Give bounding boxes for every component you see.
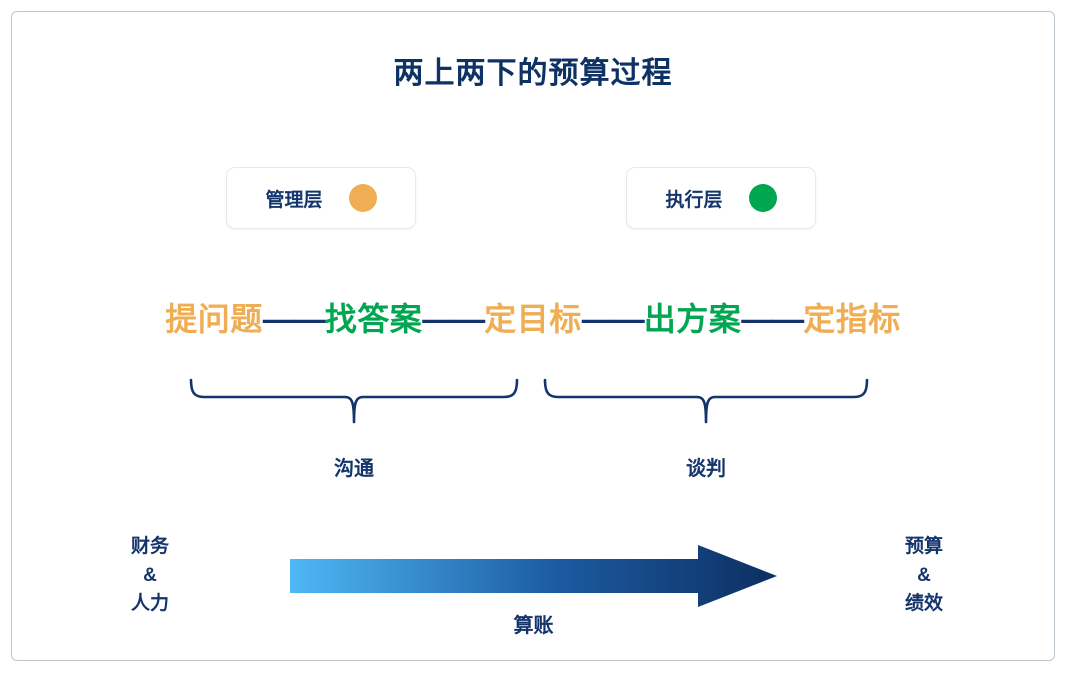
process-separator: ——	[581, 301, 645, 337]
side-label-line-3: 绩效	[904, 593, 943, 614]
side-label-line-2: &	[917, 564, 931, 586]
legend-label-management: 管理层	[265, 189, 323, 211]
legend-label-execution: 执行层	[665, 189, 723, 211]
side-label-line-1: 财务	[130, 536, 169, 557]
green-dot-icon	[748, 184, 777, 212]
side-label-line-2: &	[143, 564, 157, 586]
gradient-arrow-icon	[290, 545, 777, 607]
slide-frame: 两上两下的预算过程 管理层 执行层 提问题——找答案——定目标——出方案——定指…	[11, 11, 1055, 661]
process-separator: ——	[422, 301, 485, 337]
brace-label-communication: 沟通	[334, 458, 374, 480]
brace-communication	[188, 378, 520, 424]
side-label-budget-performance: 预算 & 绩效	[854, 533, 994, 619]
process-step-3: 定目标	[484, 301, 582, 337]
process-step-5: 定指标	[803, 301, 901, 337]
process-step-2: 找答案	[324, 301, 423, 337]
process-separator: ——	[741, 301, 804, 337]
side-label-finance-hr: 财务 & 人力	[80, 533, 220, 619]
brace-negotiation	[542, 378, 870, 424]
legend-card-execution[interactable]: 执行层	[626, 167, 816, 229]
process-step-1: 提问题	[165, 301, 263, 337]
orange-dot-icon	[348, 184, 377, 212]
arrow-label-accounting: 算账	[513, 615, 554, 637]
process-step-4: 出方案	[643, 301, 742, 337]
process-separator: ——	[262, 301, 326, 337]
side-label-line-1: 预算	[904, 536, 943, 557]
page-title: 两上两下的预算过程	[393, 57, 673, 90]
brace-label-negotiation: 谈判	[686, 458, 726, 480]
legend-card-management[interactable]: 管理层	[226, 167, 416, 229]
process-chain: 提问题——找答案——定目标——出方案——定指标	[12, 301, 1054, 337]
side-label-line-3: 人力	[130, 593, 169, 614]
